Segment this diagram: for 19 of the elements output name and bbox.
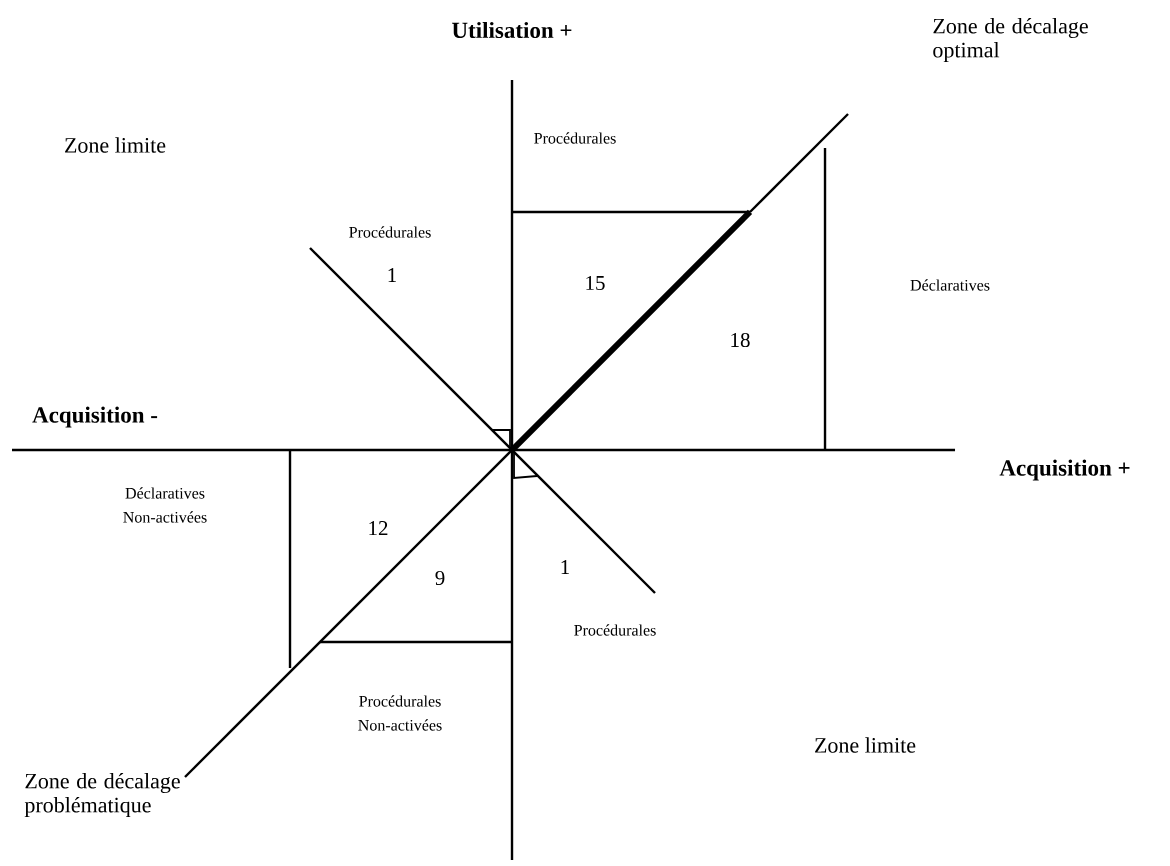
category-label: Procédurales	[574, 624, 656, 636]
zone-label: Zone de décalage optimal	[933, 18, 1088, 62]
category-label: Procédurales	[349, 226, 431, 238]
category-label: Procédurales	[534, 132, 616, 144]
axis-label: Acquisition +	[999, 459, 1130, 481]
count-number: 9	[435, 570, 445, 586]
category-label: Déclaratives Non-activées	[123, 487, 207, 523]
count-number: 15	[586, 275, 605, 291]
count-number: 12	[369, 521, 388, 535]
count-number: 18	[731, 332, 750, 348]
zone-label: Zone limite	[65, 137, 166, 153]
zone-label: Zone de décalage problématique	[24, 773, 180, 817]
axis-label: Acquisition -	[32, 406, 158, 428]
category-label: Procédurales Non-activées	[358, 695, 442, 731]
axis-label: Utilisation +	[452, 21, 572, 39]
count-number: 1	[388, 268, 396, 282]
count-number: 1	[561, 560, 569, 574]
category-label: Déclaratives	[910, 279, 990, 291]
zone-label: Zone limite	[815, 737, 916, 753]
